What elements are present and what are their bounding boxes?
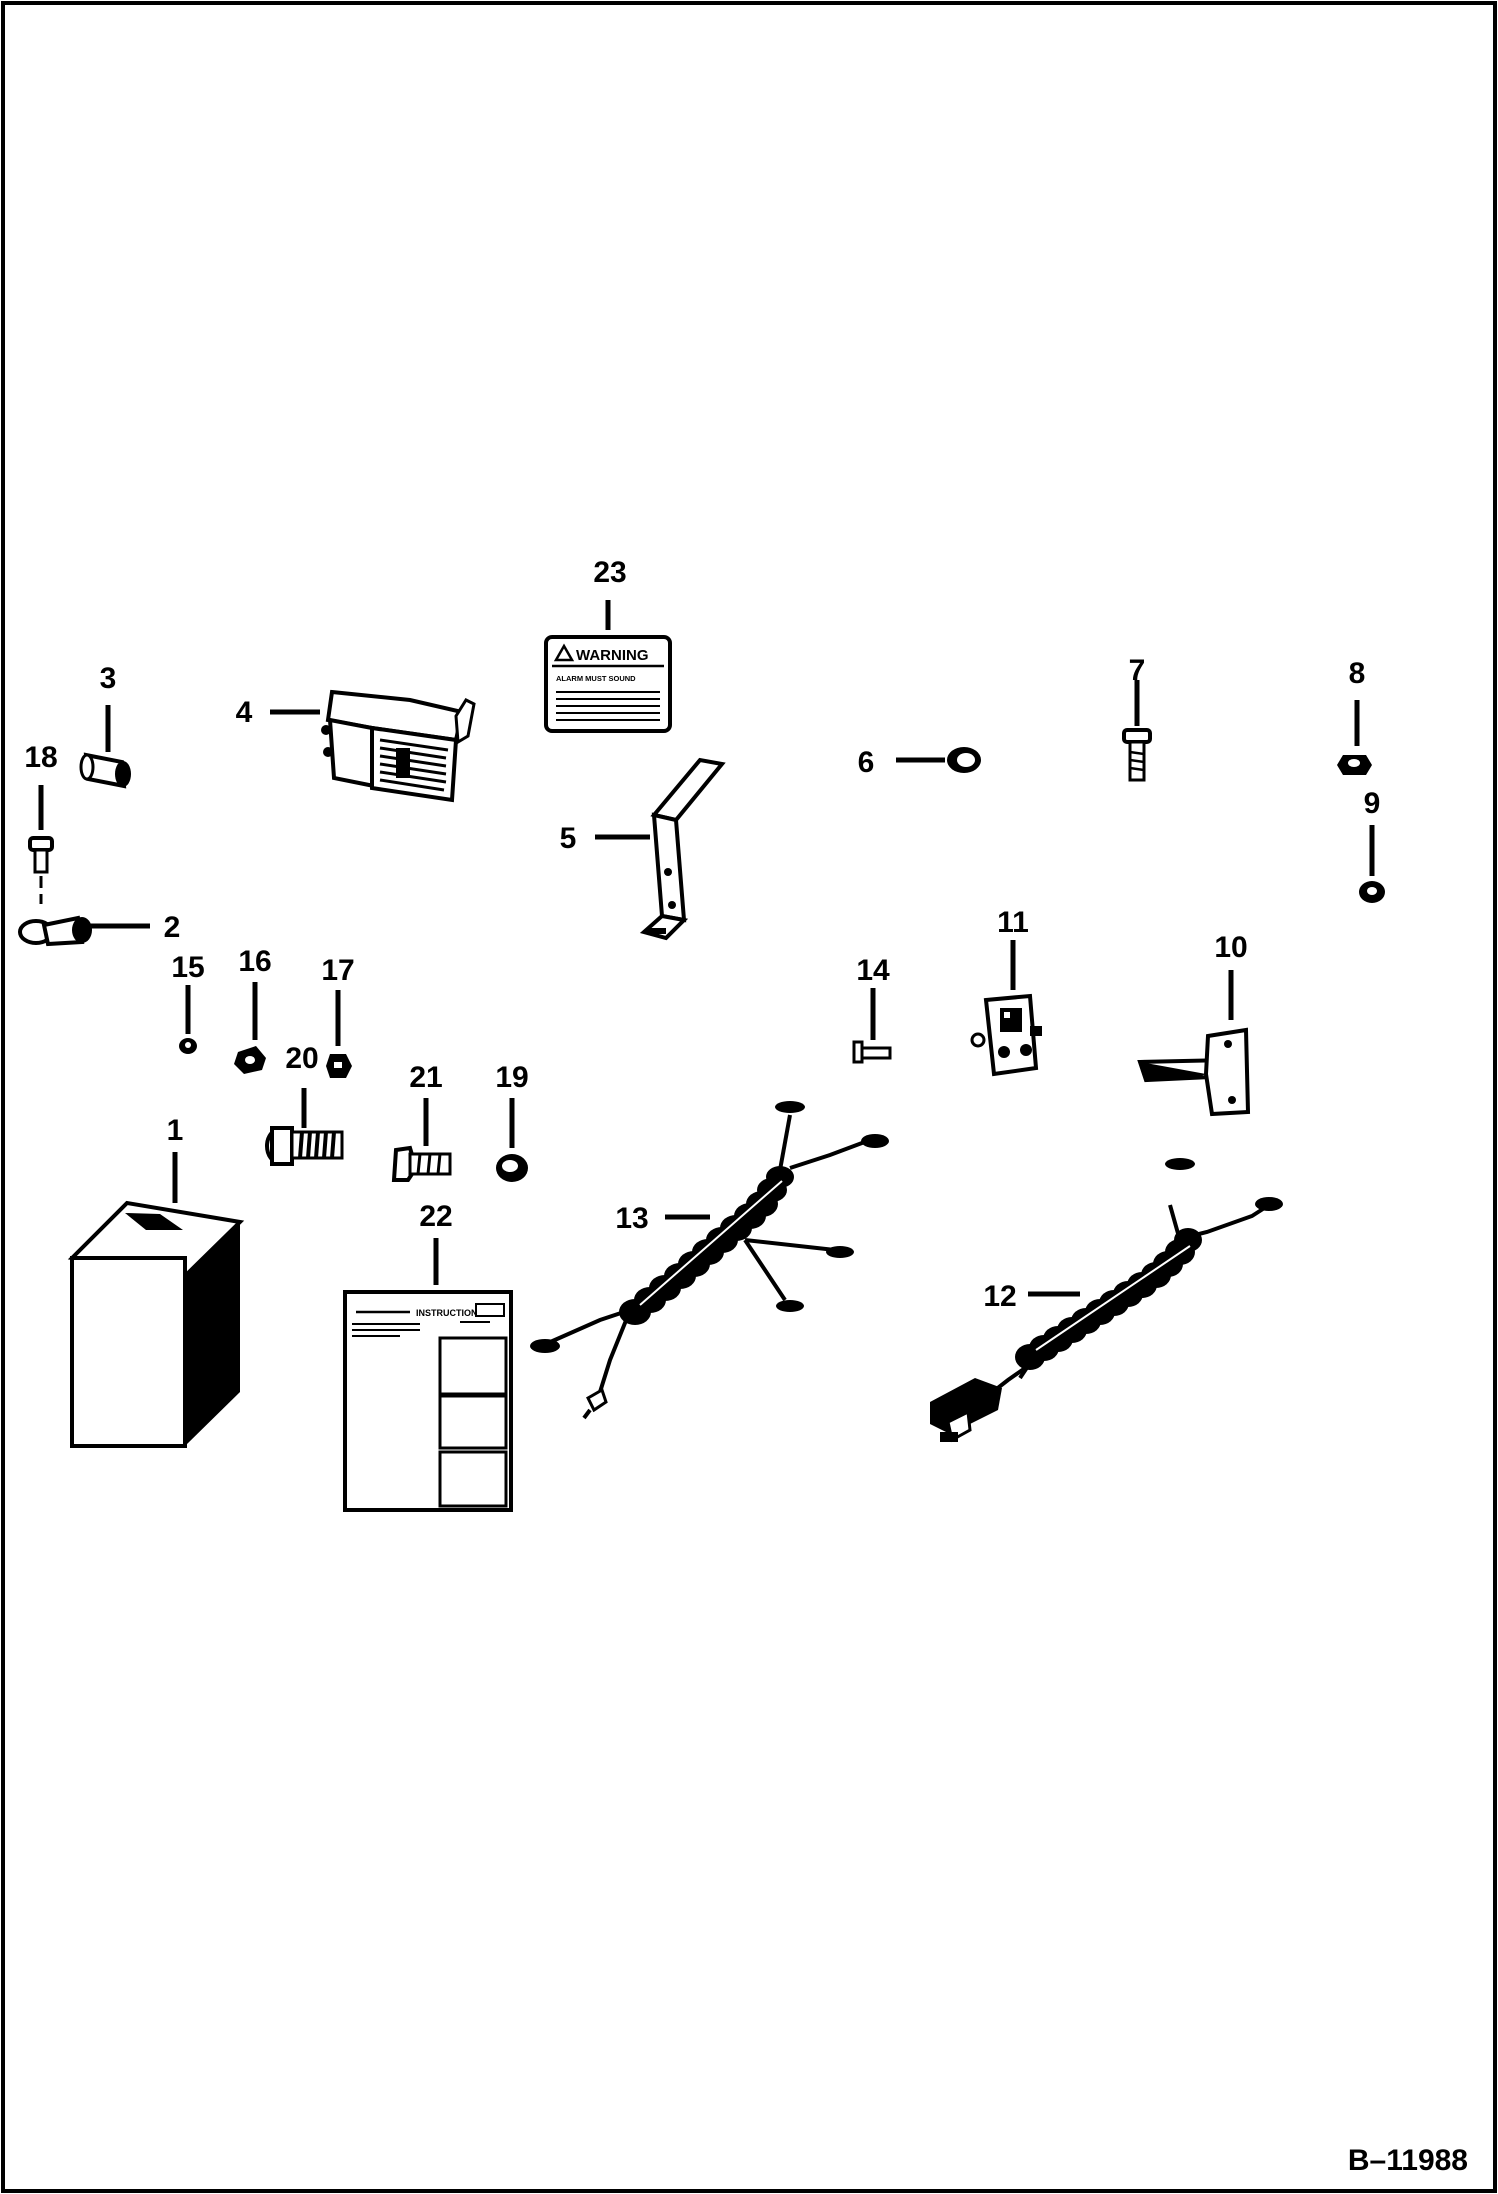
- warning-subtext: ALARM MUST SOUND: [556, 674, 636, 683]
- warning-heading: WARNING: [576, 647, 649, 664]
- callout-23: 23: [593, 556, 626, 589]
- callout-16: 16: [238, 945, 271, 978]
- callout-9: 9: [1364, 787, 1381, 820]
- callout-18: 18: [24, 741, 57, 774]
- part-19-flat-washer: [496, 1154, 528, 1182]
- callout-11: 11: [997, 906, 1029, 939]
- callout-1: 1: [167, 1114, 184, 1147]
- figure-id: B–11988: [1348, 2144, 1468, 2177]
- callout-2: 2: [164, 911, 181, 944]
- part-20-bolt: [265, 1126, 344, 1166]
- callout-8: 8: [1349, 657, 1366, 690]
- callout-5: 5: [560, 822, 577, 855]
- part-10-switch-bracket: [1137, 1027, 1251, 1117]
- callout-17: 17: [321, 954, 354, 987]
- callout-20: 20: [285, 1042, 318, 1075]
- part-21-bolt: [391, 1145, 452, 1182]
- part-12-wire-harness: [930, 1158, 1283, 1443]
- part-4-backup-alarm: [321, 689, 476, 803]
- callout-19: 19: [495, 1061, 528, 1094]
- part-6-grommet: [947, 747, 981, 773]
- part-15-washer: [179, 1038, 197, 1054]
- part-13-wire-harness: [530, 1101, 889, 1420]
- leader-lines: [38, 600, 1375, 1297]
- instructions-heading: INSTRUCTIONS: [416, 1308, 484, 1318]
- part-17-nut: [326, 1054, 352, 1078]
- callout-22: 22: [419, 1200, 452, 1233]
- part-8-nut: [1337, 755, 1372, 775]
- part-11-switch: [970, 993, 1042, 1077]
- callout-21: 21: [409, 1061, 442, 1094]
- callout-10: 10: [1214, 931, 1247, 964]
- callout-7: 7: [1129, 654, 1146, 687]
- part-1-battery: [67, 1200, 245, 1448]
- callout-4: 4: [236, 696, 253, 729]
- part-7-bolt: [1122, 728, 1152, 782]
- part-9-lock-washer: [1359, 881, 1385, 903]
- callout-12: 12: [983, 1280, 1016, 1313]
- part-22-instruction-sheet: INSTRUCTIONS: [343, 1290, 513, 1512]
- part-18-bolt: [28, 836, 54, 904]
- callout-3: 3: [100, 662, 117, 695]
- part-5-mounting-bracket: [639, 757, 726, 941]
- callout-15: 15: [171, 951, 204, 984]
- callout-13: 13: [615, 1202, 648, 1235]
- part-3-terminal-boot: [79, 752, 131, 789]
- part-2-ring-terminal: [18, 915, 92, 947]
- part-14-screw: [852, 1040, 892, 1064]
- callout-labels: 1 2 3 4 5 6 7 8 9 10 11 12 13 14 15 16 1…: [24, 556, 1380, 1313]
- callout-14: 14: [856, 954, 890, 987]
- part-16-nut: [234, 1046, 266, 1074]
- part-23-warning-decal: WARNING ALARM MUST SOUND: [544, 635, 672, 733]
- callout-6: 6: [858, 746, 875, 779]
